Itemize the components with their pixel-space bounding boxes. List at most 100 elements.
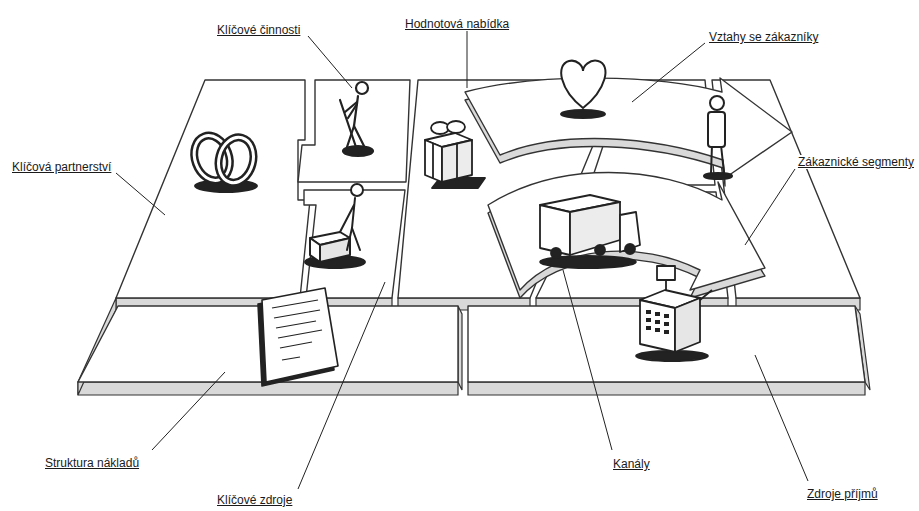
block-label-text: Vztahy se zákazníky — [709, 30, 818, 44]
cash-register-icon — [646, 310, 651, 314]
partners-block — [116, 80, 310, 298]
heart-icon — [561, 61, 605, 108]
block-label: Kanály — [613, 454, 650, 472]
block-label-text: Klíčové činnosti — [217, 23, 300, 37]
worker-carrying-icon — [310, 238, 320, 262]
block-label: Struktura nákladů — [45, 453, 139, 471]
block-label-text: Klíčové zdroje — [217, 493, 292, 507]
rings-icon — [214, 133, 259, 186]
cash-register-icon — [640, 300, 675, 352]
slab-sides — [468, 382, 865, 395]
document-icon — [280, 342, 312, 348]
slab-sides — [78, 298, 870, 395]
worker-digging-icon — [348, 104, 357, 118]
heart-icon — [561, 110, 605, 118]
rings-icon — [214, 133, 259, 186]
document-icon — [258, 288, 338, 386]
document-icon — [278, 330, 322, 338]
gift-icon — [425, 121, 485, 188]
truck-icon — [540, 195, 640, 268]
worker-digging-icon — [340, 100, 357, 150]
worker-carrying-icon — [352, 228, 360, 250]
document-icon — [274, 310, 320, 318]
block-label-text: Klíčová partnerství — [12, 160, 111, 174]
cash-register-icon — [646, 310, 669, 334]
cash-register-icon — [636, 351, 708, 361]
worker-carrying-icon — [347, 228, 352, 250]
resources-block — [304, 190, 405, 298]
truck-icon — [551, 248, 561, 258]
leader-lines — [298, 282, 385, 489]
leader-lines — [745, 169, 795, 245]
customer-icon — [704, 173, 732, 179]
gift-icon — [425, 140, 442, 182]
cash-register-icon — [636, 266, 712, 361]
worker-carrying-icon — [320, 238, 350, 262]
document-icon — [272, 300, 318, 308]
block-label: Zákaznické segmenty — [798, 152, 914, 170]
gift-icon — [447, 121, 465, 133]
leader-lines — [755, 355, 808, 481]
cash-register-icon — [655, 328, 660, 332]
block-label-text: Struktura nákladů — [45, 456, 139, 470]
cash-register-icon — [657, 266, 675, 280]
cash-register-icon — [655, 320, 660, 324]
activities-block — [298, 80, 410, 182]
worker-carrying-icon — [340, 205, 354, 232]
cash-register-icon — [664, 330, 669, 334]
block-label: Hodnotová nabídka — [405, 14, 509, 32]
worker-digging-icon — [356, 82, 368, 94]
gift-icon — [432, 143, 434, 178]
cash-register-icon — [664, 322, 669, 326]
customer-icon — [704, 96, 732, 179]
block-label-text: Kanály — [613, 457, 650, 471]
block-label: Vztahy se zákazníky — [709, 27, 818, 45]
worker-digging-icon — [354, 96, 358, 126]
truck-icon — [570, 202, 620, 255]
leader-lines — [116, 31, 808, 489]
relationships-arrow — [465, 78, 792, 178]
cash-register-icon — [675, 298, 700, 352]
gift-icon — [456, 143, 458, 178]
channels-arrow — [488, 173, 765, 291]
customer-icon — [711, 145, 712, 173]
worker-carrying-icon — [352, 198, 355, 228]
block-label: Klíčová partnerství — [12, 157, 111, 175]
leader-lines — [116, 173, 165, 215]
document-icon — [262, 288, 338, 382]
rings-icon — [188, 131, 258, 193]
cash-register-icon — [646, 318, 651, 322]
leader-lines — [152, 372, 225, 450]
leader-lines — [467, 31, 468, 88]
cash-register-icon — [700, 290, 712, 300]
customer-icon — [710, 96, 724, 110]
worker-digging-icon — [340, 82, 373, 156]
block-label: Zdroje příjmů — [807, 484, 878, 502]
cash-register-icon — [664, 314, 669, 318]
flow-arrows — [465, 78, 792, 298]
block-label-text: Zákaznické segmenty — [798, 155, 914, 169]
worker-carrying-icon — [305, 184, 365, 268]
truck-icon — [595, 245, 605, 255]
customer-icon — [721, 145, 724, 173]
document-icon — [272, 300, 322, 360]
heart-icon — [561, 61, 605, 118]
worker-carrying-icon — [351, 184, 363, 196]
cash-register-icon — [646, 326, 651, 330]
gift-icon — [442, 140, 472, 182]
customer-icon — [708, 112, 725, 147]
leader-lines — [563, 270, 612, 450]
cash-register-icon — [655, 312, 660, 316]
document-icon — [276, 321, 316, 328]
leader-lines — [632, 43, 705, 102]
block-label-text: Hodnotová nabídka — [405, 17, 509, 31]
leader-lines — [308, 36, 352, 88]
truck-icon — [625, 244, 635, 254]
block-label: Klíčové činnosti — [217, 20, 300, 38]
document-icon — [282, 357, 300, 360]
block-label-text: Zdroje příjmů — [807, 487, 878, 501]
block-label: Klíčové zdroje — [217, 490, 292, 508]
